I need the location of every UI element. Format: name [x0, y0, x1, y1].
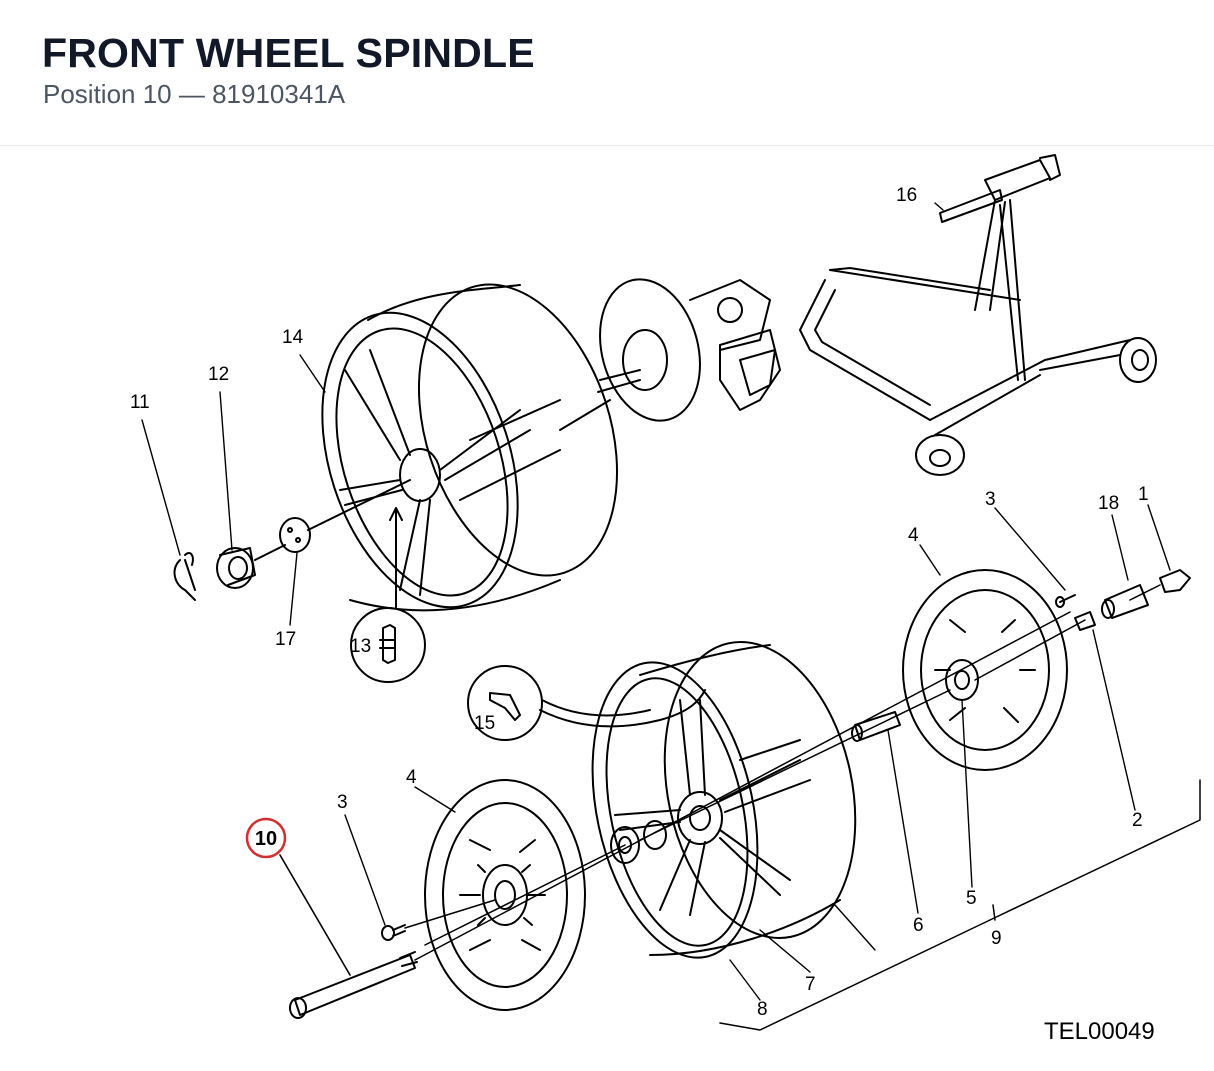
callout-8: 8 [757, 999, 768, 1020]
callout-15: 15 [474, 713, 495, 734]
callout-17: 17 [275, 629, 296, 650]
callout-10: 10 [255, 828, 277, 850]
rear-small-parts [173, 479, 411, 601]
callout-14: 14 [282, 327, 304, 348]
rear-wheel [321, 283, 619, 612]
valve-inset-13 [350, 507, 426, 683]
diagram-canvas: 1 2 3 3 4 4 5 6 7 8 9 11 12 13 14 15 16 … [130, 154, 1201, 1045]
front-wheel [591, 641, 857, 959]
callout-16: 16 [896, 185, 917, 206]
leader-lines [141, 202, 1171, 1001]
page-title: FRONT WHEEL SPINDLE [42, 30, 535, 76]
paddock-stand [799, 154, 1157, 476]
callout-5: 5 [966, 888, 977, 909]
callout-11: 11 [130, 392, 150, 413]
callout-4-left: 4 [406, 767, 417, 788]
callout-13: 13 [350, 636, 371, 657]
callout-9: 9 [991, 928, 1002, 949]
callout-6: 6 [913, 915, 924, 936]
callout-3-left: 3 [337, 792, 348, 813]
assembly-lines [404, 584, 1201, 1031]
left-brake-disc [424, 779, 586, 1011]
front-spindle-10 [289, 951, 418, 1019]
callout-1: 1 [1138, 484, 1149, 505]
valve-inset-15 [467, 665, 706, 741]
highlighted-callout-10[interactable]: 10 [245, 817, 287, 859]
highlight-ring [245, 817, 287, 859]
drawing-code: TEL00049 [1044, 1018, 1155, 1045]
callout-labels: 1 2 3 3 4 4 5 6 7 8 9 11 12 13 14 15 16 … [130, 185, 1149, 1020]
bolt-3-left [381, 924, 406, 941]
callout-7: 7 [805, 974, 816, 995]
right-small-parts [1055, 569, 1191, 631]
callout-3-right: 3 [985, 489, 996, 510]
callout-4-right: 4 [908, 525, 919, 546]
right-brake-disc [902, 569, 1068, 771]
rear-sprocket-assembly [559, 278, 781, 431]
page-subtitle: Position 10 — 81910341A [43, 79, 346, 109]
exploded-parts-diagram: 1 2 3 3 4 4 5 6 7 8 9 11 12 13 14 15 16 … [0, 147, 1214, 1071]
callout-12: 12 [208, 364, 229, 385]
page-header: FRONT WHEEL SPINDLE Position 10 — 819103… [0, 0, 1214, 146]
callout-2: 2 [1132, 810, 1143, 831]
callout-18: 18 [1098, 493, 1119, 514]
leader-line-10 [279, 854, 351, 976]
